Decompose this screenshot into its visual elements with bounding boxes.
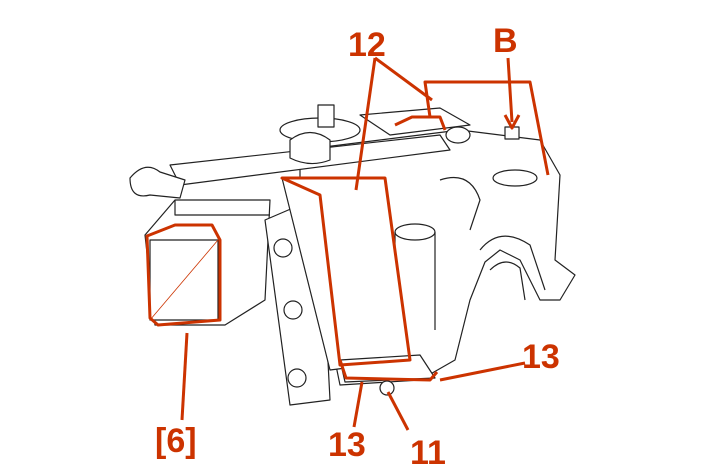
label-part-12: 12 [348, 26, 386, 64]
label-part-13-right: 13 [522, 338, 560, 376]
label-part-11: 11 [410, 434, 446, 472]
clamp-bar [129, 104, 520, 199]
square-tube [144, 199, 271, 326]
callout-lines [145, 56, 550, 431]
label-ref-6: [6] [155, 422, 197, 460]
label-part-13-bottom: 13 [328, 426, 366, 464]
label-detail-b: B [493, 22, 518, 60]
